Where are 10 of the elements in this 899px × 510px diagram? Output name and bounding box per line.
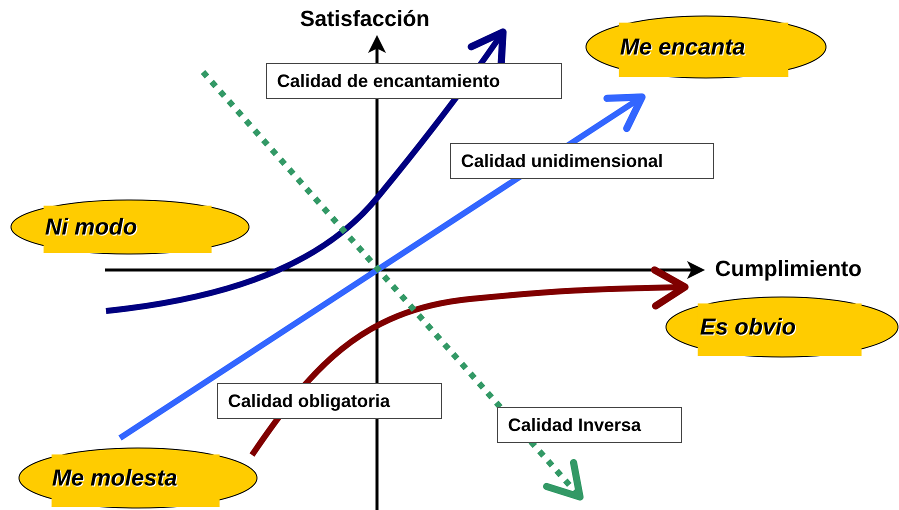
label-box: Calidad obligatoria xyxy=(217,383,442,419)
label-box: Calidad Inversa xyxy=(497,407,682,443)
ellipse-label: Me molesta xyxy=(52,464,178,492)
label-box: Calidad unidimensional xyxy=(450,143,714,179)
axis-label: Satisfacción xyxy=(300,6,430,32)
axis-label: Cumplimiento xyxy=(715,256,862,282)
label-box: Calidad de encantamiento xyxy=(266,63,562,99)
ellipse-label: Es obvio xyxy=(700,314,796,340)
ellipse-label: Ni modo xyxy=(45,214,137,240)
ellipse-label: Me encanta xyxy=(620,34,746,60)
